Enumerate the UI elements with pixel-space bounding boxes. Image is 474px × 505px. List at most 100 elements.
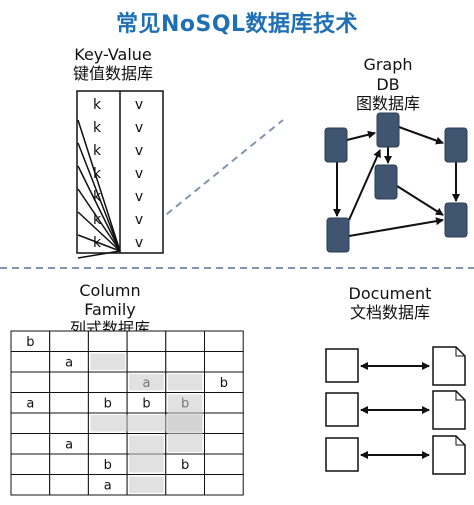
kv-value: v — [135, 120, 143, 136]
document-icon — [432, 390, 466, 430]
graph-diagram — [324, 112, 468, 253]
cf-cell — [204, 351, 244, 373]
cf-cell — [126, 330, 167, 352]
document-fold — [455, 347, 465, 357]
kv-value: v — [135, 212, 143, 228]
kv-value: v — [135, 166, 143, 182]
kv-pointer-line — [77, 234, 121, 252]
diagonal-divider — [119, 119, 284, 253]
graph-label-zh: 图数据库 — [355, 94, 420, 113]
cf-cell-value: b — [104, 458, 112, 473]
cf-grid: baababbbabba — [10, 330, 244, 496]
cf-cell — [204, 453, 244, 475]
kv-key: k — [93, 235, 102, 251]
graph-node — [376, 112, 400, 148]
kv-pointer-line — [77, 142, 121, 252]
cf-cell-value: a — [26, 397, 34, 412]
document-icon — [432, 346, 466, 386]
cf-cell — [10, 453, 51, 475]
graph-node — [324, 127, 348, 163]
cf-label-en2: Family — [84, 300, 136, 319]
document-icon — [432, 435, 466, 475]
graph-node — [374, 164, 398, 200]
cf-sparse-shadow — [129, 374, 164, 391]
cf-cell — [165, 474, 206, 496]
kv-value: v — [135, 97, 143, 113]
doc-key-box — [325, 392, 359, 427]
document-fold — [455, 391, 465, 401]
cf-cell-value: b — [104, 397, 112, 412]
cf-cell — [126, 351, 167, 373]
graph-label-en1: Graph — [363, 55, 413, 74]
cf-cell — [49, 453, 89, 475]
kv-pointer-line — [77, 119, 121, 252]
page-title: 常见NoSQL数据库技术 — [115, 12, 359, 37]
kv-label-en: Key-Value — [74, 45, 152, 64]
graph-label-en2: DB — [376, 75, 400, 94]
cf-cell — [49, 330, 89, 352]
kv-key: k — [93, 189, 102, 205]
kv-pointer-line — [77, 165, 121, 252]
cf-cell — [10, 351, 51, 373]
kv-pointer-line — [77, 211, 121, 252]
cf-cell — [49, 474, 89, 496]
graph-edge — [348, 149, 381, 221]
graph-edge — [398, 126, 444, 145]
cf-label-zh: 列式数据库 — [69, 319, 150, 331]
cf-sparse-shadow — [129, 435, 164, 473]
cf-cell-value: a — [104, 479, 112, 494]
kv-key: k — [93, 120, 102, 136]
doc-key-box — [325, 437, 359, 472]
cf-cell — [10, 474, 51, 496]
cf-cell — [49, 392, 89, 414]
doc-key-box — [325, 348, 359, 383]
kv-label-zh: 键值数据库 — [72, 64, 153, 83]
cf-cell — [87, 330, 128, 352]
cf-cell — [10, 412, 51, 434]
document-fold — [455, 436, 465, 446]
doc-label-zh: 文档数据库 — [349, 303, 430, 322]
cf-cell — [165, 330, 206, 352]
graph-edge — [396, 185, 444, 216]
cf-sparse-shadow — [90, 353, 126, 370]
graph-node — [326, 217, 350, 253]
kv-key: k — [93, 212, 102, 228]
cf-cell — [204, 474, 244, 496]
cf-cell — [87, 433, 128, 455]
cf-cell — [204, 392, 244, 414]
cf-sparse-shadow — [167, 394, 203, 452]
cf-cell — [204, 412, 244, 434]
cf-cell — [49, 371, 89, 393]
kv-value: v — [135, 143, 143, 159]
cf-sparse-shadow — [129, 476, 164, 493]
cf-cell-value: b — [220, 376, 228, 391]
cf-cell-value: b — [181, 458, 189, 473]
cf-cell — [204, 330, 244, 352]
graph-edge — [348, 217, 444, 237]
doc-label-en: Document — [348, 284, 432, 303]
cf-cell — [165, 351, 206, 373]
kv-key: k — [93, 166, 102, 182]
cf-cell — [49, 412, 89, 434]
cf-cell — [87, 371, 128, 393]
kv-value: v — [135, 235, 143, 251]
graph-node — [444, 127, 468, 163]
cf-cell — [204, 433, 244, 455]
cf-cell-value: a — [65, 356, 73, 371]
cf-cell — [10, 371, 51, 393]
graph-edge — [346, 130, 376, 141]
kv-key: k — [93, 143, 102, 159]
kv-pointer-line — [77, 188, 121, 252]
kv-key: k — [93, 97, 102, 113]
cf-cell-value: b — [142, 397, 150, 412]
kv-value: v — [135, 189, 143, 205]
graph-node — [444, 202, 468, 238]
cf-sparse-shadow — [167, 374, 203, 391]
kv-pointer-line — [77, 250, 121, 259]
cf-cell — [10, 433, 51, 455]
cf-label-en1: Column — [79, 281, 141, 300]
doc-diagram — [325, 346, 466, 475]
cf-cell-value: b — [26, 335, 34, 350]
